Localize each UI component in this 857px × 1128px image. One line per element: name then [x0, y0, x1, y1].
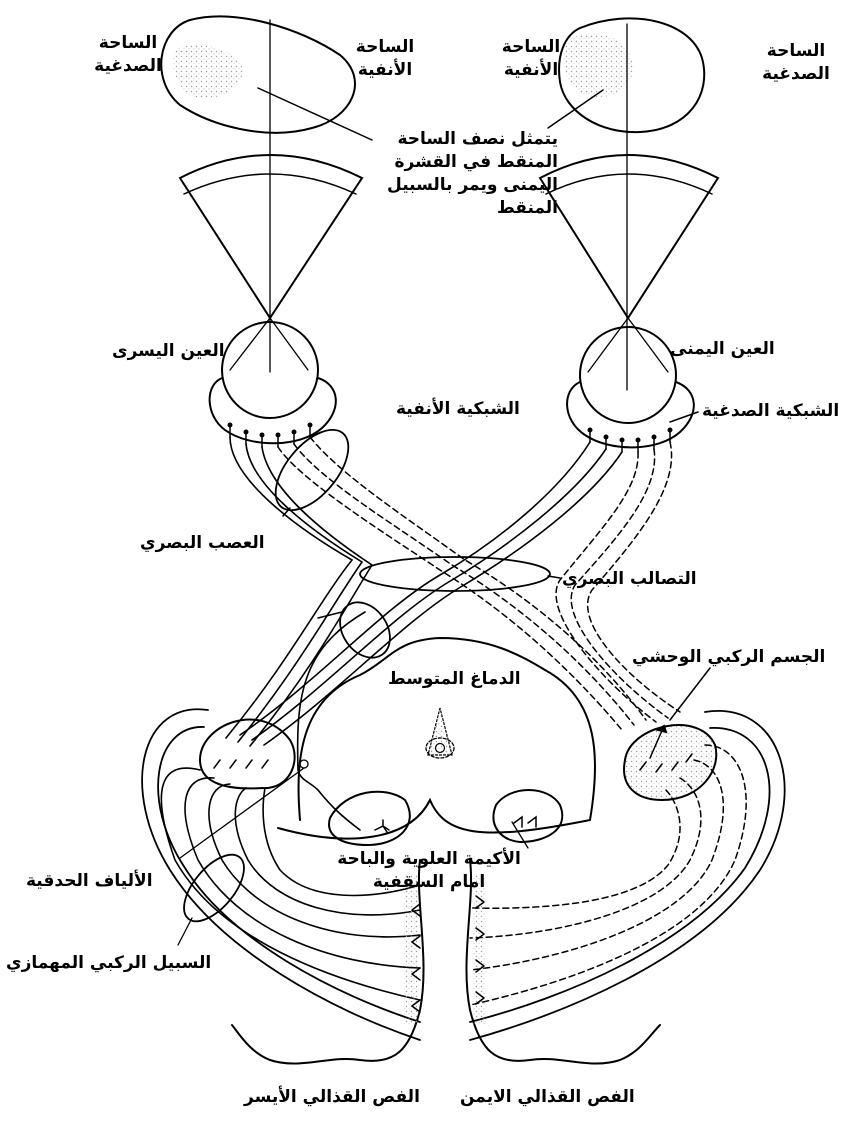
right-eye-label: العين اليمنى — [670, 338, 775, 361]
left-field-nasal-label: الساحة الأنفية — [330, 36, 440, 82]
right-field-temporal-label: الساحة الصدغية — [740, 40, 852, 86]
right-lateral-geniculate — [624, 725, 716, 800]
optic-chiasm-label: التصالب البصري — [562, 568, 697, 591]
midbrain-label: الدماغ المتوسط — [388, 668, 521, 691]
left-field-temporal-label: الساحة الصدغية — [78, 32, 178, 78]
left-visual-field — [161, 16, 355, 132]
temporal-retina-label: الشبكية الصدغية — [702, 400, 839, 423]
lateral-geniculate-label: الجسم الركبي الوحشي — [632, 646, 825, 669]
right-occipital-lobe-label: الفص القذالي الايمن — [460, 1086, 635, 1109]
left-eye-label: العين اليسرى — [112, 340, 225, 363]
right-eye — [540, 155, 718, 452]
right-field-nasal-label: الساحة الأنفية — [476, 36, 586, 82]
nasal-retina-label: الشبكية الأنفية — [396, 398, 520, 421]
pupillary-fibers-label: الألياف الحدقية — [26, 870, 153, 893]
geniculocalcarine-tract-label: السبيل الركبي المهمازي — [6, 952, 211, 975]
left-eye — [180, 155, 362, 447]
optic-nerve-label: العصب البصري — [140, 532, 265, 555]
superior-colliculus-label: الأكيمة العلوية والباحة امام السقفية — [314, 848, 544, 894]
dotted-half-note: يتمثل نصف الساحة المنقط في القشرة اليمنى… — [358, 128, 558, 220]
left-occipital-lobe-label: الفص القذالي الأيسر — [244, 1086, 420, 1109]
